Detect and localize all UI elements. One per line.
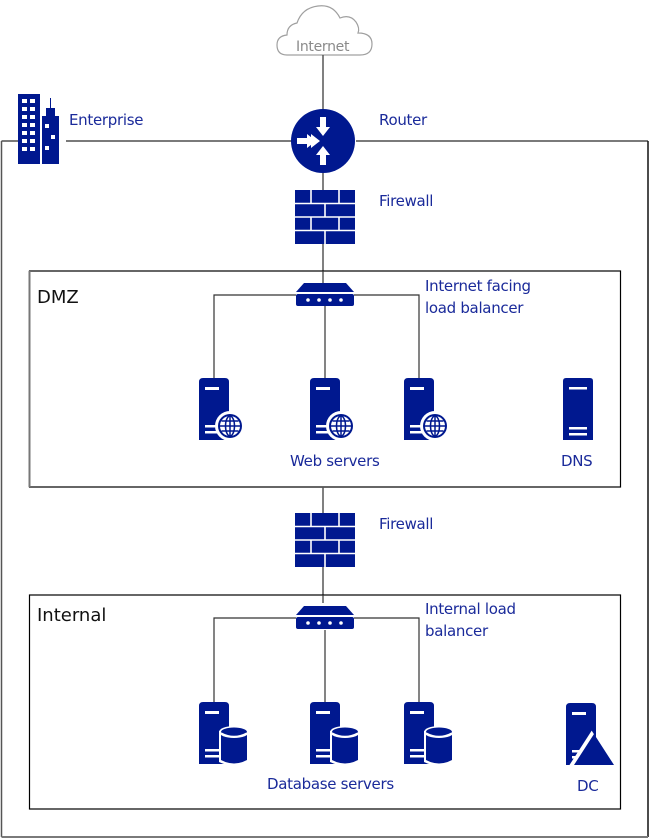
web-server-icon: [199, 378, 245, 441]
internal-zone-label: Internal: [37, 605, 107, 626]
firewall-inner-label: Firewall: [379, 515, 434, 533]
internal-links: [213, 595, 420, 702]
cloud-icon: [276, 5, 373, 56]
load-balancer-icon: [296, 606, 354, 629]
dc-label: DC: [577, 777, 599, 795]
dmz-zone-label: DMZ: [37, 287, 79, 308]
dmz-links: [213, 271, 420, 378]
dns-label: DNS: [561, 452, 593, 470]
firewall-outer-label: Firewall: [379, 192, 434, 210]
database-servers-label: Database servers: [267, 775, 394, 793]
load-balancer-icon: [296, 283, 354, 306]
firewall-icon: [294, 512, 356, 568]
web-server-icon: [404, 378, 450, 441]
internal-load-balancer-label-line2: balancer: [425, 622, 488, 640]
database-server-icon: [199, 702, 249, 766]
building-icon: [18, 94, 59, 164]
web-servers-label: Web servers: [290, 452, 380, 470]
router-icon: [291, 109, 355, 173]
web-server-icon: [310, 378, 356, 441]
enterprise-boundary: [0, 140, 649, 838]
database-server-icon: [404, 702, 454, 766]
router-label: Router: [379, 111, 427, 129]
internal-zone: [28, 594, 622, 810]
internet-label: Internet: [296, 39, 350, 55]
firewall-icon: [294, 189, 356, 245]
enterprise-label: Enterprise: [69, 111, 144, 129]
database-server-icon: [310, 702, 360, 766]
internal-load-balancer-label-line1: Internal load: [425, 600, 516, 618]
dmz-load-balancer-label-line1: Internet facing: [425, 277, 531, 295]
domain-controller-icon: [566, 703, 615, 767]
server-icon: [563, 378, 593, 440]
dmz-load-balancer-label-line2: load balancer: [425, 299, 524, 317]
